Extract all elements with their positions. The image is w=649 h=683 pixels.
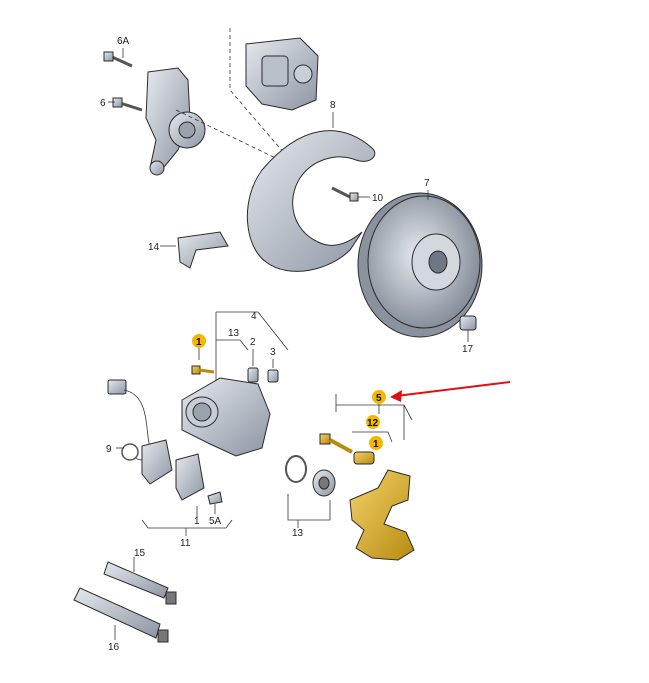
label-6A: 6A: [117, 36, 130, 47]
grease-tube-icon: [103, 561, 177, 605]
bearing-ring: [312, 469, 336, 497]
bracket-5: [335, 394, 413, 440]
brake-pad-outer: [141, 439, 173, 485]
spring-5A: [207, 491, 223, 505]
label-3: 3: [270, 347, 276, 358]
bleed-valve-2: [247, 367, 259, 383]
brake-caliper-4: [181, 377, 271, 457]
label-12: 12: [367, 418, 379, 429]
brake-pad-inner: [175, 453, 205, 501]
caliper-carrier-5: [349, 469, 415, 561]
label-13-bottom: 13: [292, 528, 304, 539]
bracket-11: [141, 519, 233, 529]
wheel-bolt-17: [459, 315, 477, 331]
label-17: 17: [462, 344, 474, 355]
bolt-6: [112, 97, 143, 112]
bracket-13-bottom: [287, 494, 331, 521]
badge-5: 5: [372, 390, 386, 404]
cap-3: [267, 369, 279, 383]
seal-ring: [285, 455, 307, 483]
label-1-bottom: 1: [194, 516, 200, 527]
label-4: 4: [251, 311, 257, 322]
label-11: 11: [180, 538, 191, 549]
brake-caliper-top: [245, 37, 319, 111]
bracket-4: [216, 311, 289, 351]
label-5: 5: [376, 393, 382, 404]
bracket-12: [352, 431, 393, 443]
dash-axis: [175, 109, 291, 166]
brake-disc-7: [357, 192, 483, 338]
label-16: 16: [108, 642, 120, 653]
label-8: 8: [330, 100, 336, 111]
grease-tube-16: [73, 587, 169, 643]
guide-bolt-1: [191, 365, 215, 375]
badge-1-right: 1: [369, 436, 383, 450]
bracket-13-top: [216, 339, 249, 351]
dust-shield-8: [246, 130, 376, 272]
guide-bolt-12: [319, 433, 353, 454]
label-14: 14: [148, 242, 160, 253]
label-1-top: 1: [196, 337, 202, 348]
label-9: 9: [106, 444, 112, 455]
highlight-arrow-icon: [390, 381, 511, 402]
bracket-14: [177, 231, 229, 269]
label-2: 2: [250, 337, 256, 348]
steering-knuckle: [145, 67, 206, 176]
guide-sleeve: [353, 451, 375, 465]
bolt-10: [331, 186, 359, 202]
label-1-right: 1: [373, 439, 379, 450]
label-5A: 5A: [209, 516, 222, 527]
label-10: 10: [372, 193, 384, 204]
badge-1-top: 1: [192, 334, 206, 348]
label-15: 15: [134, 548, 146, 559]
label-13-top: 13: [228, 328, 240, 339]
badge-12: 12: [366, 415, 380, 429]
bolt-6A: [103, 51, 133, 68]
label-6: 6: [100, 98, 106, 109]
label-7: 7: [424, 178, 430, 189]
